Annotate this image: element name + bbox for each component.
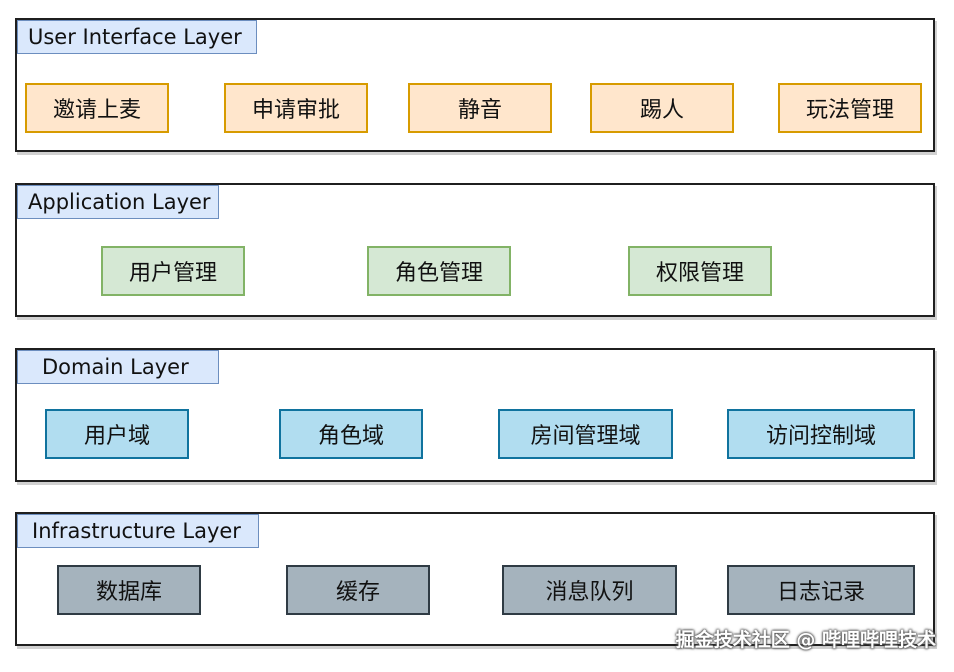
- node-role-management: 角色管理: [367, 246, 511, 296]
- node-access-control-domain: 访问控制域: [727, 409, 915, 459]
- node-invite-to-mic: 邀请上麦: [25, 83, 169, 133]
- node-permission-management: 权限管理: [628, 246, 772, 296]
- node-cache: 缓存: [286, 565, 430, 615]
- node-gameplay-management: 玩法管理: [778, 83, 922, 133]
- infrastructure-layer-title: Infrastructure Layer: [17, 514, 259, 548]
- application-layer-title: Application Layer: [17, 185, 219, 219]
- node-kick: 踢人: [590, 83, 734, 133]
- node-message-queue: 消息队列: [502, 565, 677, 615]
- node-room-management-domain: 房间管理域: [498, 409, 673, 459]
- node-request-approval: 申请审批: [224, 83, 368, 133]
- ui-layer-title: User Interface Layer: [17, 20, 257, 54]
- node-user-domain: 用户域: [45, 409, 189, 459]
- domain-layer: Domain Layer 用户域 角色域 房间管理域 访问控制域: [15, 348, 935, 482]
- application-layer: Application Layer 用户管理 角色管理 权限管理: [15, 183, 935, 317]
- node-user-management: 用户管理: [101, 246, 245, 296]
- node-database: 数据库: [57, 565, 201, 615]
- node-logging: 日志记录: [727, 565, 915, 615]
- watermark: 掘金技术社区 @ 哔哩哔哩技术: [675, 629, 936, 651]
- domain-layer-title: Domain Layer: [17, 350, 219, 384]
- infrastructure-layer: Infrastructure Layer 数据库 缓存 消息队列 日志记录: [15, 512, 935, 646]
- ui-layer: User Interface Layer 邀请上麦 申请审批 静音 踢人 玩法管…: [15, 18, 935, 152]
- node-role-domain: 角色域: [279, 409, 423, 459]
- node-mute: 静音: [408, 83, 552, 133]
